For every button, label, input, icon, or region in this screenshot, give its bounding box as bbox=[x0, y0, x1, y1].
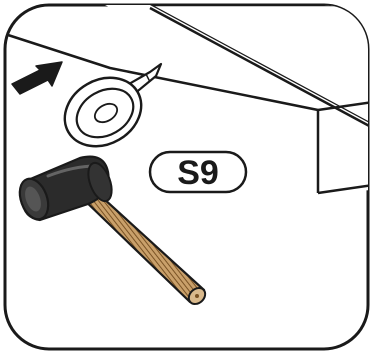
wooden-board-icon bbox=[5, 5, 368, 195]
direction-arrow-icon bbox=[11, 61, 63, 95]
washer-icon bbox=[63, 76, 143, 148]
mallet-head bbox=[18, 155, 113, 222]
rubber-mallet-icon bbox=[18, 155, 207, 305]
step-badge-label: S9 bbox=[177, 154, 219, 192]
step-badge: S9 bbox=[148, 150, 248, 194]
